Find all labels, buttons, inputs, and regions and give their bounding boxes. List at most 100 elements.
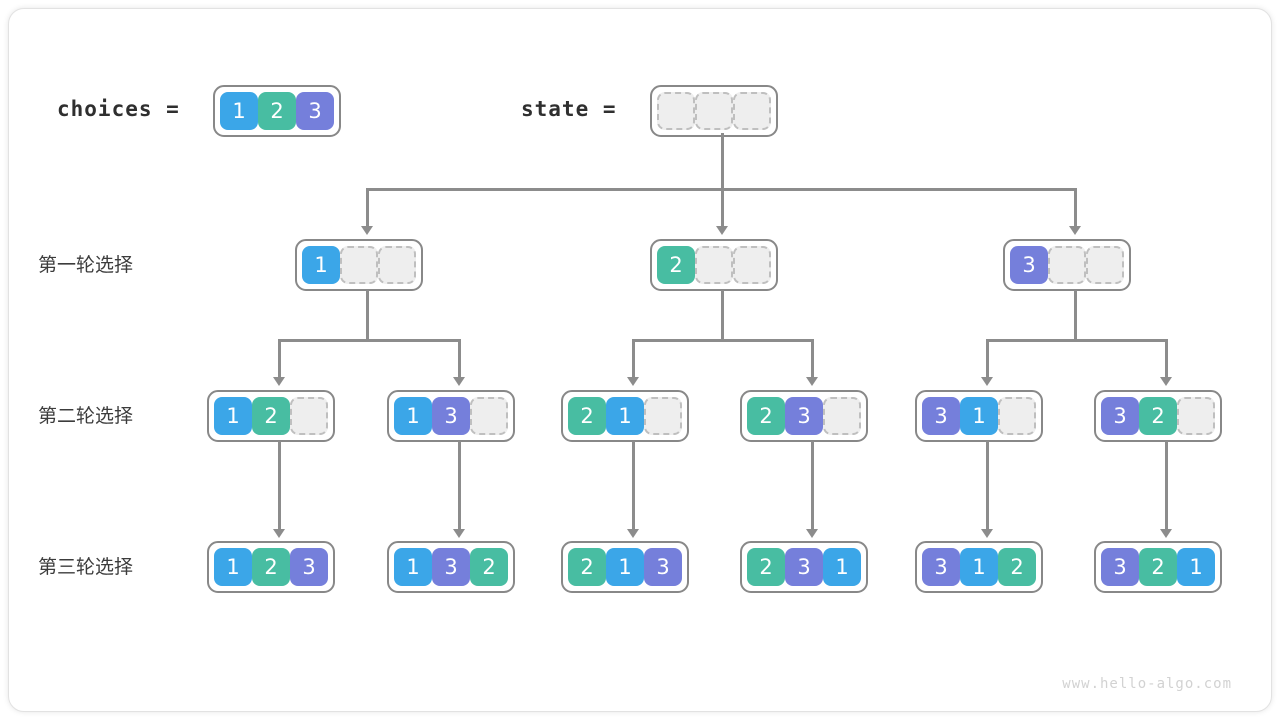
connector-r1-0-drop-a xyxy=(278,339,281,379)
round3-3-cell-1: 3 xyxy=(785,548,823,586)
connector-r1-2-stem xyxy=(1074,290,1077,340)
choices-label: choices = xyxy=(57,97,180,121)
round1-array-1: 2 xyxy=(650,239,778,291)
arrowhead-root-2 xyxy=(716,226,728,235)
round1-0-cell-0: 1 xyxy=(302,246,340,284)
round2-2-cell-0: 2 xyxy=(568,397,606,435)
connector-r2-2-stem xyxy=(632,441,635,531)
round3-3-cell-2: 1 xyxy=(823,548,861,586)
connector-root-drop-1 xyxy=(366,188,369,228)
watermark: www.hello-algo.com xyxy=(1062,676,1232,692)
arrowhead-r3-1 xyxy=(453,529,465,538)
round1-1-cell-1 xyxy=(695,246,733,284)
round2-3-cell-1: 3 xyxy=(785,397,823,435)
state-cell-2 xyxy=(733,92,771,130)
round2-4-cell-1: 1 xyxy=(960,397,998,435)
arrowhead-root-1 xyxy=(361,226,373,235)
arrowhead-r2-0 xyxy=(273,377,285,386)
round3-3-cell-0: 2 xyxy=(747,548,785,586)
round1-array-0: 1 xyxy=(295,239,423,291)
connector-r1-0-bar xyxy=(279,339,460,342)
connector-r1-1-drop-b xyxy=(811,339,814,379)
state-label: state = xyxy=(521,97,617,121)
connector-r1-1-stem xyxy=(721,290,724,340)
round3-5-cell-1: 2 xyxy=(1139,548,1177,586)
state-cell-1 xyxy=(695,92,733,130)
choices-cell-1: 2 xyxy=(258,92,296,130)
connector-r2-1-stem xyxy=(458,441,461,531)
connector-r1-1-drop-a xyxy=(632,339,635,379)
connector-r1-2-bar xyxy=(987,339,1167,342)
round3-2-cell-2: 3 xyxy=(644,548,682,586)
round3-0-cell-0: 1 xyxy=(214,548,252,586)
connector-r2-3-stem xyxy=(811,441,814,531)
row-label-round1: 第一轮选择 xyxy=(38,254,134,276)
round1-0-cell-2 xyxy=(378,246,416,284)
round2-5-cell-0: 3 xyxy=(1101,397,1139,435)
round2-5-cell-2 xyxy=(1177,397,1215,435)
choices-cell-2: 3 xyxy=(296,92,334,130)
connector-r1-2-drop-a xyxy=(986,339,989,379)
round1-1-cell-2 xyxy=(733,246,771,284)
arrowhead-r3-5 xyxy=(1160,529,1172,538)
round3-4-cell-1: 1 xyxy=(960,548,998,586)
round3-2-cell-0: 2 xyxy=(568,548,606,586)
arrowhead-r3-2 xyxy=(627,529,639,538)
round3-2-cell-1: 1 xyxy=(606,548,644,586)
arrowhead-r2-2 xyxy=(627,377,639,386)
round3-0-cell-2: 3 xyxy=(290,548,328,586)
arrowhead-r2-4 xyxy=(981,377,993,386)
round3-4-cell-2: 2 xyxy=(998,548,1036,586)
diagram-card xyxy=(8,8,1272,712)
round2-4-cell-0: 3 xyxy=(922,397,960,435)
round3-1-cell-0: 1 xyxy=(394,548,432,586)
arrowhead-r2-1 xyxy=(453,377,465,386)
round3-0-cell-1: 2 xyxy=(252,548,290,586)
round1-array-2: 3 xyxy=(1003,239,1131,291)
round1-1-cell-0: 2 xyxy=(657,246,695,284)
row-label-round2: 第二轮选择 xyxy=(38,405,134,427)
connector-r1-1-bar xyxy=(633,339,813,342)
connector-r1-0-stem xyxy=(366,290,369,340)
round2-1-cell-2 xyxy=(470,397,508,435)
round2-0-cell-1: 2 xyxy=(252,397,290,435)
round2-2-cell-2 xyxy=(644,397,682,435)
round3-5-cell-0: 3 xyxy=(1101,548,1139,586)
connector-root-stem xyxy=(721,133,724,190)
round2-4-cell-2 xyxy=(998,397,1036,435)
connector-r2-0-stem xyxy=(278,441,281,531)
state-cell-0 xyxy=(657,92,695,130)
connector-r2-4-stem xyxy=(986,441,989,531)
connector-r2-5-stem xyxy=(1165,441,1168,531)
arrowhead-r3-0 xyxy=(273,529,285,538)
round2-0-cell-2 xyxy=(290,397,328,435)
round1-2-cell-0: 3 xyxy=(1010,246,1048,284)
round3-4-cell-0: 3 xyxy=(922,548,960,586)
connector-r1-2-drop-b xyxy=(1165,339,1168,379)
arrowhead-r3-4 xyxy=(981,529,993,538)
round1-0-cell-1 xyxy=(340,246,378,284)
arrowhead-r2-3 xyxy=(806,377,818,386)
arrowhead-root-3 xyxy=(1069,226,1081,235)
round3-1-cell-2: 2 xyxy=(470,548,508,586)
round2-3-cell-0: 2 xyxy=(747,397,785,435)
connector-root-drop-2 xyxy=(721,188,724,228)
round3-1-cell-1: 3 xyxy=(432,548,470,586)
round3-5-cell-2: 1 xyxy=(1177,548,1215,586)
choices-cell-0: 1 xyxy=(220,92,258,130)
round1-2-cell-1 xyxy=(1048,246,1086,284)
round2-1-cell-0: 1 xyxy=(394,397,432,435)
